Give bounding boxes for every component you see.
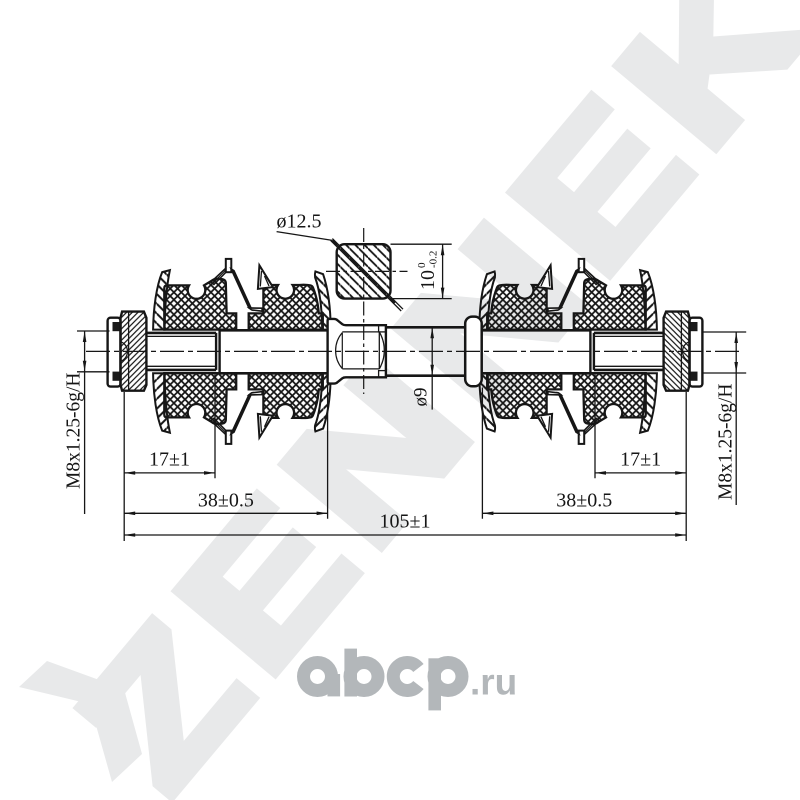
svg-text:17±1: 17±1 [149, 448, 190, 470]
svg-text:M8x1.25-6g/H: M8x1.25-6g/H [64, 373, 85, 489]
svg-text:ø9: ø9 [411, 388, 432, 407]
svg-text:38±0.5: 38±0.5 [556, 490, 612, 512]
svg-text:105±1: 105±1 [380, 510, 431, 532]
svg-text:10: 10 [417, 270, 439, 290]
svg-text:.ru: .ru [470, 662, 517, 703]
svg-text:M8x1.25-6g/H: M8x1.25-6g/H [716, 384, 737, 500]
svg-text:17±1: 17±1 [620, 448, 661, 470]
svg-text:38±0.5: 38±0.5 [198, 490, 254, 512]
svg-text:ø12.5: ø12.5 [277, 210, 322, 232]
svg-text:-0.2: -0.2 [428, 251, 440, 268]
svg-text:0: 0 [416, 262, 428, 268]
